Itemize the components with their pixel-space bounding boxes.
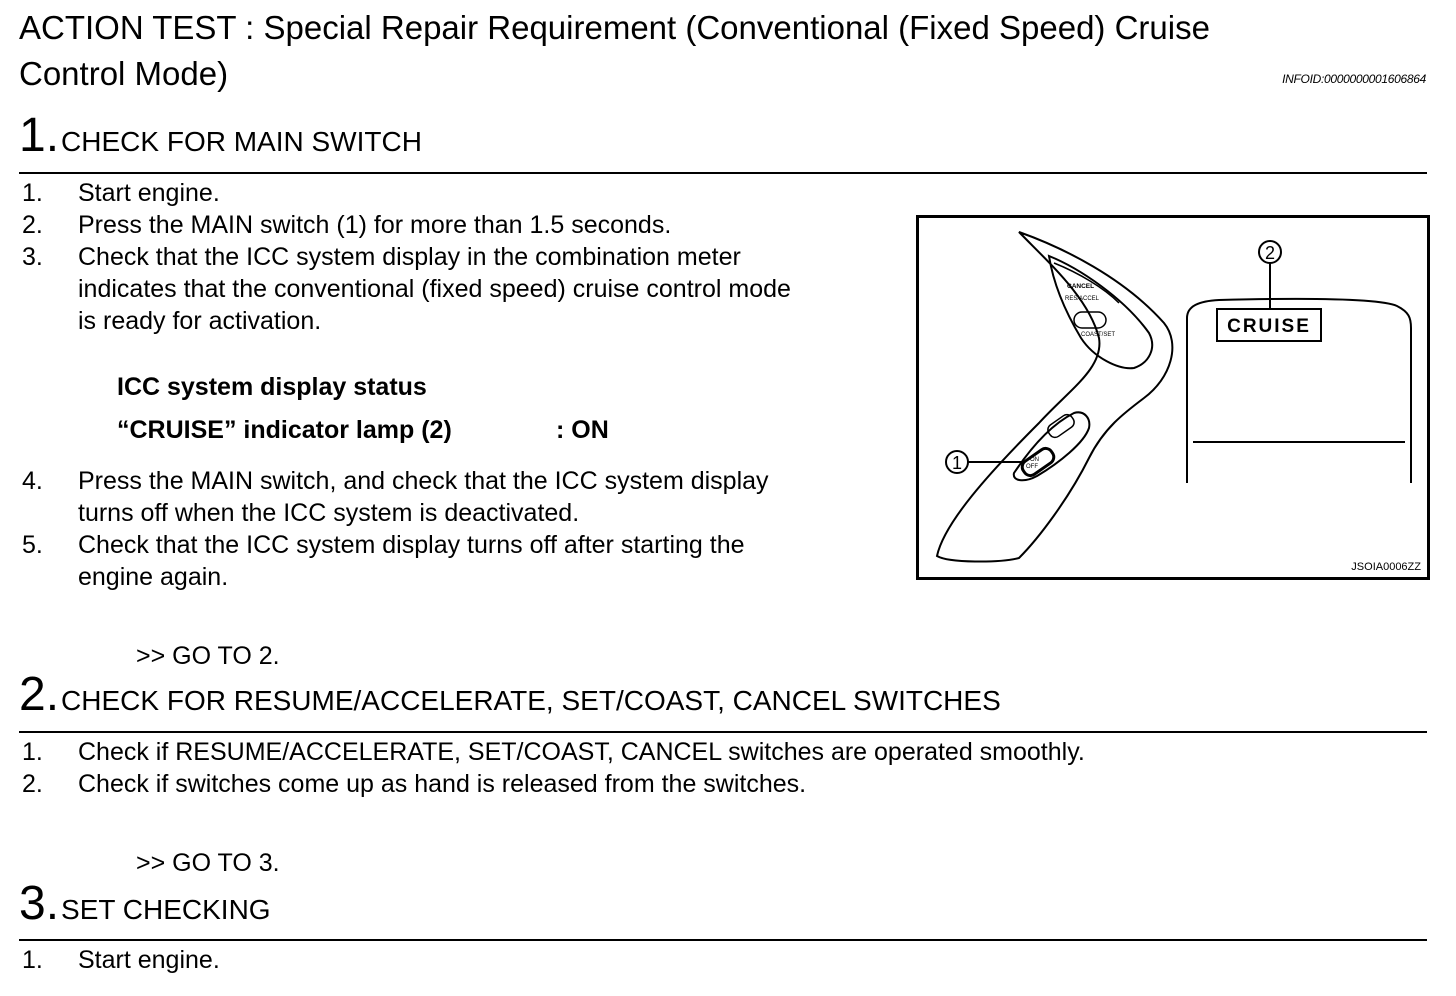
item-text: Check if RESUME/ACCELERATE, SET/COAST, C…	[78, 738, 1085, 766]
combination-meter-outline	[1186, 297, 1412, 483]
on-label: ON	[1030, 457, 1039, 463]
step-1-rule	[19, 172, 1427, 174]
main-switch-button	[1020, 446, 1056, 478]
off-label: OFF	[1026, 464, 1038, 470]
item-text-line: turns off when the ICC system is deactiv…	[78, 499, 580, 527]
switch-and-meter-figure: CANCEL RES/ACCEL COAST/SET ON OFF 1 CRUI…	[916, 215, 1430, 580]
step-3-number: 3	[19, 877, 46, 930]
item-number: 1.	[22, 738, 43, 766]
item-text: Press the MAIN switch (1) for more than …	[78, 211, 672, 239]
step-3-heading: 3. SET CHECKING	[19, 880, 271, 928]
cancel-label: CANCEL	[1067, 283, 1094, 290]
item-text: Check if switches come up as hand is rel…	[78, 770, 807, 798]
item-text: Start engine.	[78, 946, 220, 974]
step-2-rule	[19, 731, 1427, 733]
upper-button-pad	[1047, 254, 1154, 370]
item-text-line: Check that the ICC system display turns …	[78, 531, 745, 559]
item-text-line: is ready for activation.	[78, 307, 322, 335]
res-accel-label: RES/ACCEL	[1065, 296, 1100, 302]
step-3-title: SET CHECKING	[61, 894, 271, 925]
step-1-number: 1	[19, 109, 46, 162]
item-text-line: indicates that the conventional (fixed s…	[78, 275, 791, 303]
step-2-goto: >> GO TO 3.	[136, 849, 280, 877]
step-1-item-4: 4. Press the MAIN switch, and check that…	[22, 465, 902, 529]
item-text-line: Press the MAIN switch, and check that th…	[78, 467, 769, 495]
step-1-item-5: 5. Check that the ICC system display tur…	[22, 529, 902, 593]
status-heading: ICC system display status	[117, 373, 427, 401]
info-id: INFOID:0000000001606864	[1282, 72, 1426, 86]
steering-switch-illustration: CANCEL RES/ACCEL COAST/SET ON OFF 1 CRUI…	[935, 231, 1421, 573]
coast-set-label: COAST/SET	[1081, 332, 1115, 338]
item-number: 2.	[22, 770, 43, 798]
step-2-number: 2	[19, 668, 46, 721]
step-3-rule	[19, 939, 1427, 941]
item-number: 4.	[22, 467, 43, 495]
item-number: 3.	[22, 243, 43, 271]
step-1-item-3: 3. Check that the ICC system display in …	[22, 241, 902, 337]
step-1-goto: >> GO TO 2.	[136, 642, 280, 670]
page-title-line2: Control Mode)	[19, 55, 229, 92]
cruise-indicator-lamp	[1216, 308, 1322, 342]
step-2-dot: .	[45, 668, 60, 721]
item-text-line: Check that the ICC system display in the…	[78, 243, 741, 271]
lower-button-pad	[1012, 411, 1091, 482]
item-number: 5.	[22, 531, 43, 559]
item-number: 1.	[22, 179, 43, 207]
callout-1-number: 1	[952, 453, 962, 473]
item-text-line: engine again.	[78, 563, 229, 591]
page-title-line1: ACTION TEST : Special Repair Requirement…	[19, 9, 1210, 46]
status-value: : ON	[556, 416, 609, 444]
step-1-dot: .	[45, 109, 60, 162]
spoke-outline	[935, 231, 1174, 563]
item-text: Start engine.	[78, 179, 220, 207]
callout-2-number: 2	[1265, 243, 1275, 263]
step-3-dot: .	[45, 877, 60, 930]
step-1-title: CHECK FOR MAIN SWITCH	[61, 126, 422, 157]
item-number: 1.	[22, 946, 43, 974]
step-2-heading: 2. CHECK FOR RESUME/ACCELERATE, SET/COAS…	[19, 671, 1001, 719]
coast-set-button	[1073, 311, 1107, 329]
cruise-lamp-text: CRUISE	[1227, 316, 1311, 337]
figure-code: JSOIA0006ZZ	[1351, 561, 1421, 573]
distance-button	[1047, 413, 1075, 439]
step-2-title: CHECK FOR RESUME/ACCELERATE, SET/COAST, …	[61, 685, 1001, 716]
status-label: “CRUISE” indicator lamp (2)	[117, 416, 452, 444]
step-1-heading: 1. CHECK FOR MAIN SWITCH	[19, 112, 422, 160]
item-number: 2.	[22, 211, 43, 239]
